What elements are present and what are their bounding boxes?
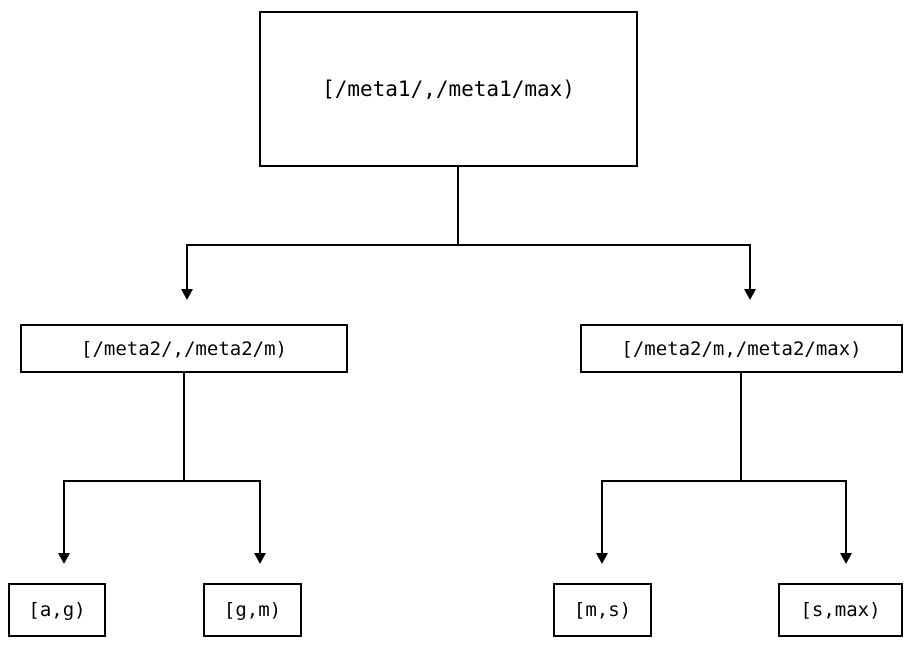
edge-root-stem (457, 167, 459, 245)
edge-mid-left-to-leaf-0 (63, 480, 65, 553)
edge-mid-right-stem (740, 373, 742, 481)
tree-node-leaf-3[interactable]: [s,max) (778, 583, 903, 637)
arrowhead-icon-leaf-1 (254, 553, 266, 564)
edge-mid-left-stem (183, 373, 185, 481)
tree-node-leaf-2[interactable]: [m,s) (553, 583, 652, 637)
arrowhead-icon-root-left (181, 289, 193, 300)
edge-root-to-mid-left (186, 244, 188, 289)
edge-root-crossbar (186, 244, 751, 246)
arrowhead-icon-leaf-3 (840, 553, 852, 564)
edge-mid-left-crossbar (63, 480, 261, 482)
arrowhead-icon-leaf-2 (596, 553, 608, 564)
edge-mid-left-to-leaf-1 (259, 480, 261, 553)
arrowhead-icon-root-right (744, 289, 756, 300)
edge-root-to-mid-right (749, 244, 751, 289)
tree-node-mid-left[interactable]: [/meta2/,/meta2/m) (20, 324, 348, 373)
edge-mid-right-crossbar (601, 480, 847, 482)
tree-node-mid-right[interactable]: [/meta2/m,/meta2/max) (580, 324, 903, 373)
edge-mid-right-to-leaf-2 (601, 480, 603, 553)
tree-node-leaf-1[interactable]: [g,m) (203, 583, 302, 637)
edge-mid-right-to-leaf-3 (845, 480, 847, 553)
tree-node-root[interactable]: [/meta1/,/meta1/max) (259, 11, 638, 167)
tree-node-leaf-0[interactable]: [a,g) (8, 583, 106, 637)
arrowhead-icon-leaf-0 (58, 553, 70, 564)
